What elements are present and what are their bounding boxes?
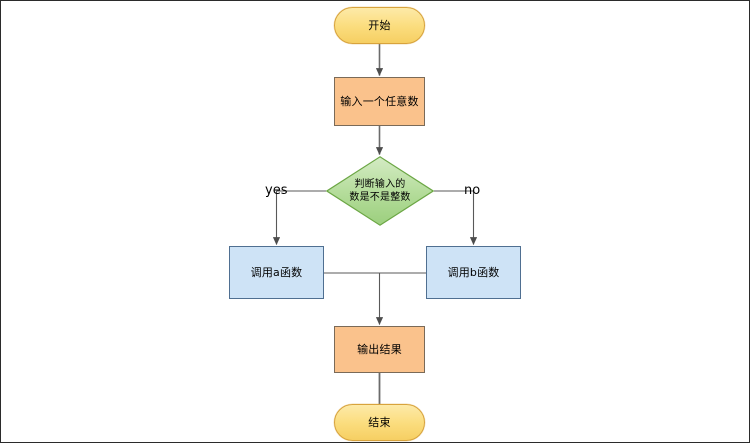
node-output-result[interactable]: 输出结果 xyxy=(334,326,425,373)
node-end[interactable]: 结束 xyxy=(334,404,425,441)
edge-label-no: no xyxy=(464,183,480,198)
edge-label-no-text: no xyxy=(464,183,481,198)
node-output-result-label: 输出结果 xyxy=(357,342,402,356)
node-call-function-b-label: 调用b函数 xyxy=(447,265,500,279)
node-end-label: 结束 xyxy=(368,415,391,429)
edge-label-yes-text: yes xyxy=(265,183,288,198)
node-call-function-b[interactable]: 调用b函数 xyxy=(426,246,521,299)
node-start-label: 开始 xyxy=(368,18,391,32)
node-call-function-a[interactable]: 调用a函数 xyxy=(229,246,324,299)
node-start[interactable]: 开始 xyxy=(334,7,425,44)
node-decision-label: 判断输入的 数是不是整数 xyxy=(349,179,411,203)
edge-label-yes: yes xyxy=(265,183,287,198)
node-call-function-a-label: 调用a函数 xyxy=(250,265,303,279)
node-decision-is-integer[interactable]: 判断输入的 数是不是整数 xyxy=(326,156,434,226)
diamond-shape xyxy=(326,156,434,226)
node-input-number-label: 输入一个任意数 xyxy=(340,94,419,108)
node-input-number[interactable]: 输入一个任意数 xyxy=(334,77,425,126)
